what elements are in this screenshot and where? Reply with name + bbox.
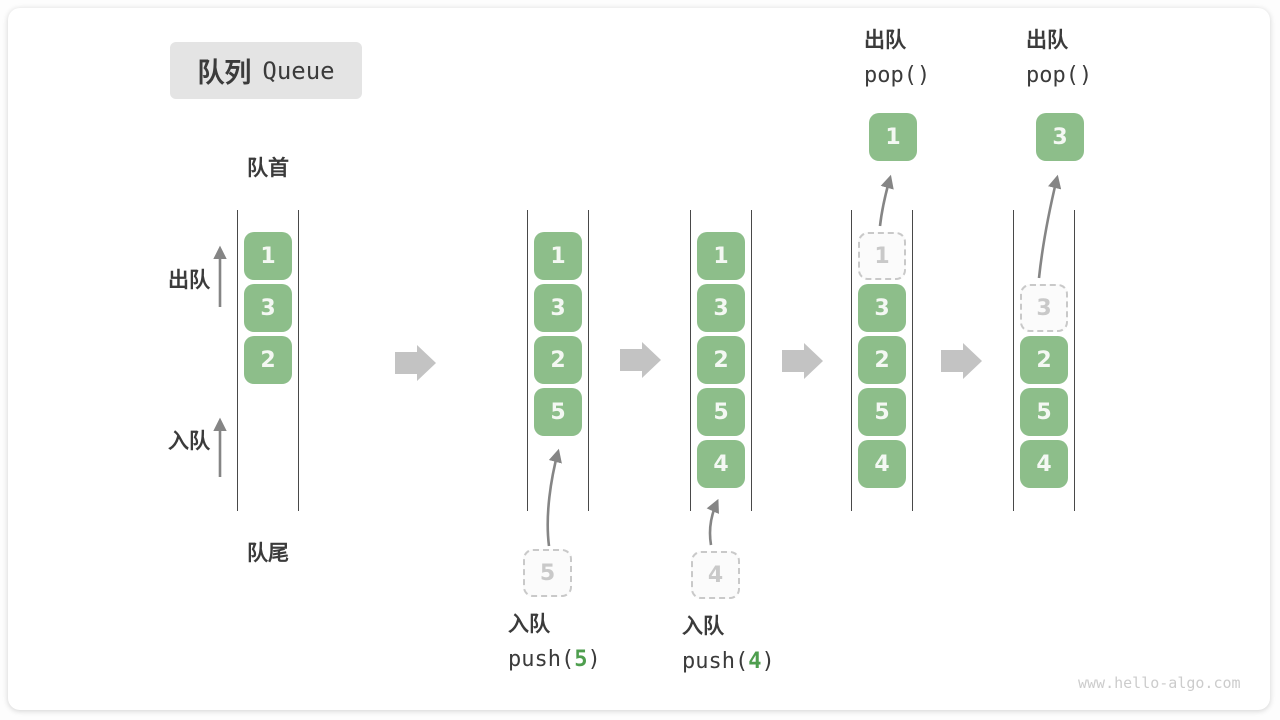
queue-item: 5	[697, 388, 745, 436]
code-fn: push(	[682, 649, 749, 674]
queue-item: 5	[534, 388, 582, 436]
op-code: pop()	[864, 63, 931, 88]
queue-item: 2	[1020, 336, 1068, 384]
queue-item: 3	[534, 284, 582, 332]
queue-column-3: 1 3 2 5 4	[690, 210, 752, 511]
op-code: push(4)	[682, 649, 775, 674]
code-close: )	[587, 647, 601, 672]
title-zh: 队列	[197, 58, 252, 88]
op-action: 入队	[682, 615, 724, 638]
queue-item: 2	[697, 336, 745, 384]
queue-item: 3	[858, 284, 906, 332]
ghost-item: 3	[1020, 284, 1068, 332]
title-en: Queue	[262, 56, 335, 85]
title-badge: 队列 Queue	[170, 42, 362, 99]
watermark: www.hello-algo.com	[1078, 674, 1241, 692]
diagram-card	[8, 8, 1270, 710]
queue-item: 2	[244, 336, 292, 384]
op-code: pop()	[1026, 63, 1093, 88]
front-label: 队首	[247, 157, 289, 180]
queue-item: 4	[1020, 440, 1068, 488]
dequeue-op-2: 出队 pop()	[1026, 28, 1092, 88]
queue-item: 2	[858, 336, 906, 384]
popped-item: 3	[1036, 113, 1084, 161]
popped-item: 1	[869, 113, 917, 161]
code-arg: 5	[574, 647, 588, 672]
queue-column-1: 1 3 2	[237, 210, 299, 511]
code-fn: push(	[508, 647, 575, 672]
queue-item: 4	[697, 440, 745, 488]
enqueue-label: 入队	[168, 430, 210, 453]
op-action: 入队	[508, 613, 550, 636]
queue-item: 3	[244, 284, 292, 332]
code-close: )	[761, 649, 775, 674]
queue-item: 4	[858, 440, 906, 488]
enqueue-op-2: 入队 push(4)	[682, 614, 775, 674]
queue-column-4: 1 3 2 5 4	[851, 210, 913, 511]
dequeue-op-1: 出队 pop()	[864, 28, 930, 88]
queue-item: 1	[697, 232, 745, 280]
op-code: push(5)	[508, 647, 601, 672]
queue-column-5: 3 2 5 4	[1013, 210, 1075, 511]
queue-item: 5	[1020, 388, 1068, 436]
dequeue-label: 出队	[168, 269, 210, 292]
queue-column-2: 1 3 2 5	[527, 210, 589, 511]
staged-item: 4	[691, 551, 740, 599]
ghost-item: 1	[858, 232, 906, 280]
op-action: 出队	[1026, 29, 1068, 52]
staged-item: 5	[523, 549, 572, 597]
queue-item: 3	[697, 284, 745, 332]
rear-label: 队尾	[247, 542, 289, 565]
code-arg: 4	[748, 649, 762, 674]
enqueue-op-1: 入队 push(5)	[508, 612, 601, 672]
queue-item: 2	[534, 336, 582, 384]
op-action: 出队	[864, 29, 906, 52]
queue-item: 1	[244, 232, 292, 280]
queue-item: 1	[534, 232, 582, 280]
queue-item: 5	[858, 388, 906, 436]
